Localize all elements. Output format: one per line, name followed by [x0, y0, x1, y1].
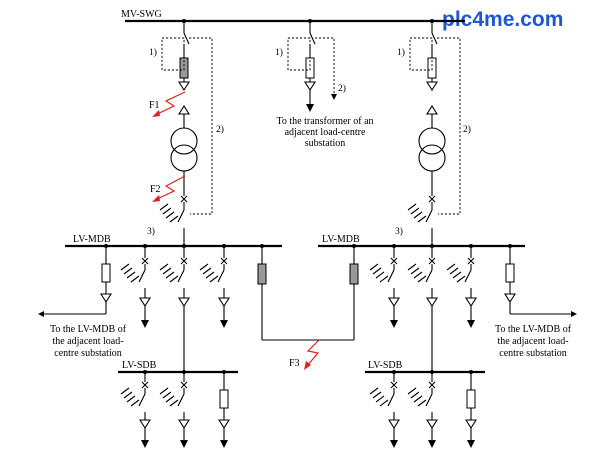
fault-f1-label: F1	[149, 100, 160, 111]
lv-sdb-left-label: LV-SDB	[122, 360, 157, 371]
right-transformer-primary	[418, 127, 446, 155]
lv-mdb-left-feeders	[38, 244, 267, 372]
fault-f3-label: F3	[289, 358, 300, 369]
svg-text:To the LV-MDB of: To the LV-MDB of	[50, 324, 127, 335]
right-mv-feeder	[407, 19, 461, 246]
svg-text:substation: substation	[305, 138, 346, 149]
left-note-1: 1)	[149, 47, 157, 58]
svg-text:To the LV-MDB of: To the LV-MDB of	[495, 324, 572, 335]
left-note: To the LV-MDB of the adjacent load- cent…	[50, 324, 127, 359]
right-note-1: 1)	[397, 47, 405, 58]
middle-note-2: 2)	[338, 83, 346, 94]
lv-mdb-right-label: LV-MDB	[322, 234, 360, 245]
mv-swg-label: MV-SWG	[121, 9, 162, 20]
lv-sdb-right-feeders	[369, 370, 477, 448]
watermark-text: plc4me.com	[442, 8, 563, 31]
transformer-note: To the transformer of an adjacent load-c…	[276, 116, 373, 149]
fault-f2-label: F2	[150, 184, 161, 195]
left-note-3: 3)	[147, 226, 155, 237]
lv-mdb-left-label: LV-MDB	[73, 234, 111, 245]
middle-mv-feeder	[287, 19, 337, 112]
svg-text:centre substation: centre substation	[499, 348, 566, 359]
svg-text:To the transformer of an: To the transformer of an	[276, 116, 373, 127]
left-transformer-secondary	[170, 144, 198, 172]
fault-f1-symbol	[152, 91, 186, 117]
left-mv-feeder	[159, 19, 213, 246]
svg-text:centre substation: centre substation	[54, 348, 121, 359]
right-note-3: 3)	[395, 226, 403, 237]
svg-text:adjacent load-centre: adjacent load-centre	[285, 127, 366, 138]
fault-f2-symbol	[152, 175, 186, 202]
right-note-2: 2)	[463, 124, 471, 135]
svg-text:the adjacent load-: the adjacent load-	[497, 336, 568, 347]
lv-sdb-left-feeders	[120, 370, 230, 448]
lv-sdb-right-label: LV-SDB	[368, 360, 403, 371]
fault-f3-symbol	[304, 339, 320, 370]
svg-text:the adjacent load-: the adjacent load-	[52, 336, 123, 347]
middle-note-1: 1)	[275, 47, 283, 58]
right-transformer-secondary	[418, 144, 446, 172]
left-transformer-primary	[170, 127, 198, 155]
right-note: To the LV-MDB of the adjacent load- cent…	[495, 324, 572, 359]
lv-mdb-right-feeders	[349, 244, 577, 372]
left-note-2: 2)	[216, 124, 224, 135]
